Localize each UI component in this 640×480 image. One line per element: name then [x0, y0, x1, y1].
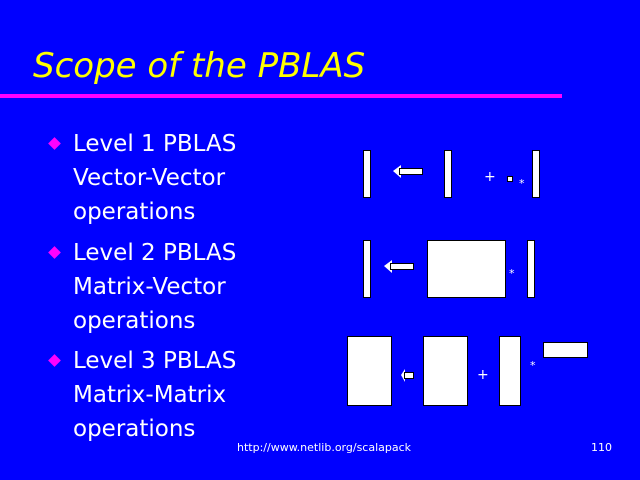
- scalar: [507, 176, 513, 182]
- footer-url: http://www.netlib.org/scalapack: [237, 441, 412, 454]
- bullet-line: operations: [73, 308, 196, 334]
- bullet-line: operations: [73, 199, 196, 225]
- arrow-left-icon: [384, 260, 414, 273]
- vector-y: [444, 150, 452, 198]
- arrow-left-icon: [401, 369, 414, 382]
- arrow-left-icon: [393, 165, 423, 178]
- bullet-line: Matrix-Matrix: [73, 382, 227, 408]
- matrix-a: [427, 240, 506, 298]
- plus-sign: +: [484, 169, 496, 185]
- plus-sign: +: [477, 367, 489, 383]
- matrix-a: [499, 336, 521, 406]
- slide-title: Scope of the PBLAS: [33, 46, 366, 86]
- matrix-c: [423, 336, 468, 406]
- bullet-line: operations: [73, 416, 196, 442]
- bullet-line: Level 1 PBLAS: [73, 131, 237, 157]
- matrix-b: [543, 342, 588, 358]
- times-sign: *: [530, 359, 536, 372]
- title-divider: [0, 94, 562, 98]
- vector-y: [363, 240, 371, 298]
- bullet-icon: [48, 246, 61, 259]
- times-sign: *: [519, 177, 525, 190]
- bullet-line: Level 3 PBLAS: [73, 348, 237, 374]
- vector-y: [363, 150, 371, 198]
- matrix-c: [347, 336, 392, 406]
- page-number: 110: [591, 441, 612, 454]
- bullet-line: Vector-Vector: [73, 165, 226, 191]
- vector-x: [532, 150, 540, 198]
- times-sign: *: [509, 267, 515, 280]
- bullet-line: Level 2 PBLAS: [73, 240, 237, 266]
- vector-x: [527, 240, 535, 298]
- bullet-icon: [48, 354, 61, 367]
- bullet-icon: [48, 137, 61, 150]
- bullet-line: Matrix-Vector: [73, 274, 226, 300]
